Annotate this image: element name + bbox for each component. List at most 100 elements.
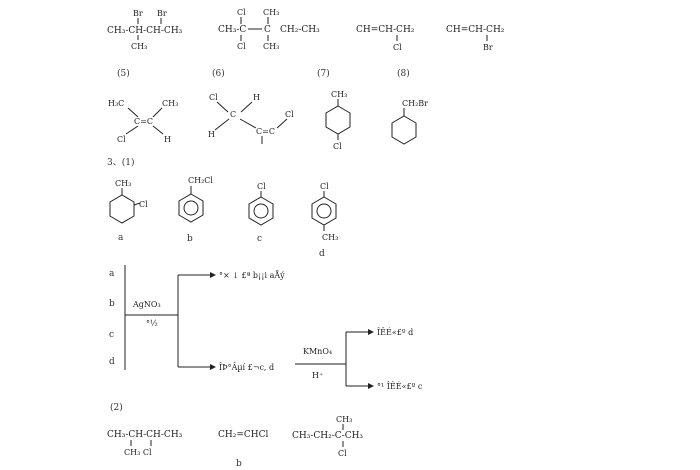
r3a-ch3: CH₃ <box>115 179 131 188</box>
r2a-bond4 <box>152 125 164 135</box>
r2b-h2: H <box>208 130 215 139</box>
r3d-ch3: CH₃ <box>322 233 338 242</box>
s7-cl: Cl <box>393 43 402 52</box>
r2b-bond1 <box>216 101 229 113</box>
r2d-ch2br: CH₂Br <box>402 99 428 108</box>
scheme-letter-c: c <box>109 330 114 340</box>
r3a-bond2 <box>133 202 141 206</box>
r2c-ring <box>325 105 351 135</box>
r2b-h1: H <box>253 93 260 102</box>
structure-2a: CH₃-CH-CH-CH₃ CH₃ Cl <box>107 430 183 457</box>
s6-ch3-top: CH₃ <box>263 8 279 17</box>
s6-cl-top: Cl <box>237 8 246 17</box>
r4b-main: CH₂=CHCl <box>218 430 269 440</box>
r2c-ch3: CH₃ <box>331 90 347 99</box>
r3a-cl: Cl <box>139 200 148 209</box>
r4c-ch3: CH₃ <box>336 415 352 424</box>
scheme-letter-a: a <box>109 269 115 279</box>
scheme-top-product: °× ↓ £ª b¡¡i aÅý <box>219 271 285 280</box>
scheme-bottom-arrowhead <box>210 364 216 370</box>
r2a-h3c: H₃C <box>108 99 124 108</box>
r3d-ring <box>311 196 337 226</box>
r2a-ch3: CH₃ <box>162 99 178 108</box>
r2b-cc: C=C <box>256 127 275 136</box>
r2b-bond2 <box>240 101 253 113</box>
s5-main: CH₃-CH-CH-CH₃ <box>107 26 183 36</box>
r3c-label: c <box>257 234 262 244</box>
r2b-bond4 <box>239 118 257 129</box>
scheme-reagent-sub: °½ <box>146 319 158 328</box>
r2a-cl: Cl <box>117 135 126 144</box>
s6-ch3-bot: CH₃ <box>263 42 279 51</box>
r3c-ring <box>248 196 274 226</box>
r3a-label: a <box>118 233 124 243</box>
s7-main: CH=CH-CH₂ <box>356 25 415 35</box>
label-7: (7) <box>317 68 330 79</box>
r4c-main: CH₃-CH₂-C-CH₃ <box>292 431 363 441</box>
scheme-out2-arrowhead <box>368 383 374 389</box>
structure-row2-a: H₃C CH₃ C=C Cl H <box>108 99 178 144</box>
r3b-ch2cl: CH₂Cl <box>188 176 213 185</box>
s8-br: Br <box>483 43 493 52</box>
r4a-main: CH₃-CH-CH-CH₃ <box>107 430 183 440</box>
s5-br2: Br <box>157 9 167 18</box>
r2d-ring <box>391 115 417 145</box>
r2a-bond2 <box>152 107 163 118</box>
structure-3a: CH₃ Cl a <box>109 179 148 243</box>
r4c-cl: Cl <box>338 449 347 458</box>
scheme-kmno4: KMnO₄ <box>303 347 332 356</box>
section-2-label: (2) <box>110 402 123 413</box>
r2c-cl: Cl <box>333 142 342 151</box>
scheme-hplus: H⁺ <box>312 371 323 380</box>
structure-8: CH=CH-CH₂ Br <box>446 25 505 52</box>
s6-left: CH₃-C <box>218 25 246 35</box>
section-3-label: 3、(1) <box>107 157 134 168</box>
s5-ch3: CH₃ <box>131 42 147 51</box>
label-6: (6) <box>212 68 225 79</box>
scheme-reagent: AgNO₃ <box>132 300 161 309</box>
r2b-c: C <box>230 110 236 119</box>
label-8: (8) <box>397 68 410 79</box>
structure-5: Br Br CH₃-CH-CH-CH₃ CH₃ <box>107 9 183 51</box>
scheme-top-arrowhead <box>210 272 216 278</box>
structure-7: CH=CH-CH₂ Cl <box>356 25 415 52</box>
r3b-label: b <box>187 234 193 244</box>
structure-3b: CH₂Cl b <box>178 176 213 244</box>
r2a-cc: C=C <box>134 117 153 126</box>
structure-3d: Cl CH₃ d <box>311 182 338 259</box>
r3b-ring <box>178 193 204 223</box>
structure-row2-b: Cl H C H C=C Cl <box>208 93 294 144</box>
scheme-bottom-product: ÎÞ°Âµí £¬c, d <box>219 363 274 372</box>
r3d-aromatic <box>316 203 332 219</box>
s6-cl-bot: Cl <box>237 42 246 51</box>
structure-2b: CH₂=CHCl b <box>218 430 269 469</box>
r4a-sub: CH₃ Cl <box>124 448 152 457</box>
r2b-bond5 <box>276 118 288 129</box>
r3d-cl: Cl <box>320 182 329 191</box>
reaction-scheme: a b c d AgNO₃ °½ °× ↓ £ª b¡¡i aÅý ÎÞ°Âµí… <box>109 265 423 391</box>
s5-br1: Br <box>133 9 143 18</box>
r2b-cl1: Cl <box>209 93 218 102</box>
r4b-label: b <box>236 459 242 469</box>
scheme-letter-b: b <box>109 299 115 309</box>
scheme-out1-arrowhead <box>368 329 374 335</box>
scheme-out1: ÎÊÉ«£º d <box>377 328 413 337</box>
scheme-letter-d: d <box>109 357 115 367</box>
structure-row2-c: CH₃ Cl <box>325 90 351 151</box>
s8-main: CH=CH-CH₂ <box>446 25 505 35</box>
structure-2c: CH₃ CH₃-CH₂-C-CH₃ Cl <box>292 415 363 458</box>
r3d-label: d <box>319 249 325 259</box>
r3c-cl: Cl <box>257 182 266 191</box>
s6-mid: C <box>264 25 271 35</box>
r2b-bond3 <box>214 118 230 131</box>
r2a-h: H <box>164 135 171 144</box>
s6-right: CH₂-CH₃ <box>280 25 320 35</box>
scheme-out2: °¹ ÎÊÉ«£º c <box>377 382 423 391</box>
label-5: (5) <box>117 68 130 79</box>
r3a-ring <box>109 194 135 224</box>
structure-3c: Cl c <box>248 182 274 244</box>
r3c-aromatic <box>253 203 269 219</box>
r3b-aromatic <box>183 200 199 216</box>
structure-6: Cl CH₃ CH₃-C C CH₂-CH₃ Cl CH₃ <box>218 8 320 51</box>
